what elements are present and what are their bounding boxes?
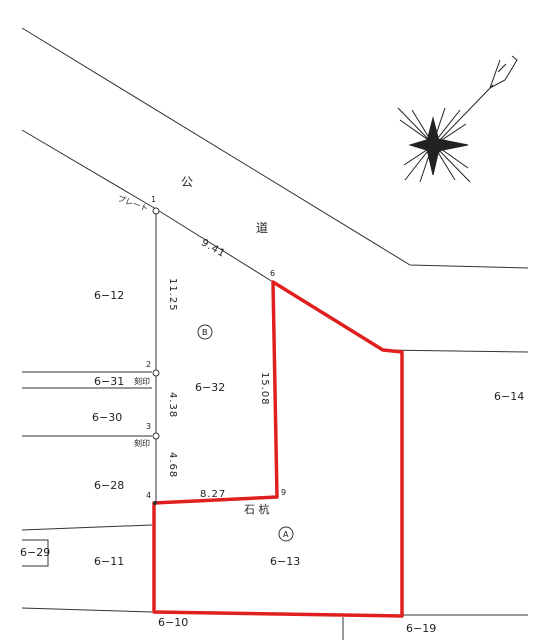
line-6-29-box: [22, 539, 49, 567]
point-9-label: 9: [281, 488, 286, 497]
point-6-label: 6: [270, 269, 275, 278]
road-label-1: 公: [181, 175, 193, 189]
road-upper-edge: [21, 27, 529, 269]
parcel-6-19: 6−19: [406, 622, 436, 635]
parcel-lines: [21, 209, 528, 640]
point-4-label: 4: [146, 491, 151, 500]
area-b-label: B: [202, 328, 208, 337]
point-1-label: 1: [151, 195, 156, 204]
stamp-label-2: 刻印: [134, 438, 150, 448]
area-a-circle: [278, 526, 294, 542]
stone-stake-label: 石 杭: [244, 502, 270, 516]
point-3-marker: [152, 432, 160, 440]
point-4-marker: [153, 501, 157, 505]
parcel-6-11: 6−11: [94, 555, 124, 568]
measure-15-08: 15.08: [259, 372, 270, 406]
measure-4-38: 4.38: [167, 392, 178, 418]
parcel-6-10: 6−10: [158, 616, 188, 629]
parcel-6-12: 6−12: [94, 289, 124, 302]
north-arrow-icon: [397, 55, 518, 183]
stamp-label-1: 刻印: [134, 376, 150, 386]
point-2-marker: [152, 369, 160, 377]
measure-9-41: 9.41: [199, 237, 227, 260]
area-a-label: A: [283, 530, 289, 539]
parcel-6-31: 6−31: [94, 375, 124, 388]
line-6-10-top: [21, 607, 153, 613]
measure-8-27: 8.27: [200, 489, 226, 500]
point-1-marker: [152, 207, 160, 215]
area-b-circle: [197, 324, 213, 340]
survey-points: [152, 207, 160, 440]
plate-label: プレート: [116, 194, 149, 213]
parcel-6-32: 6−32: [195, 381, 225, 394]
parcel-6-29: 6−29: [20, 546, 50, 559]
measure-11-25: 11.25: [167, 278, 178, 312]
line-6-29-top: [21, 524, 153, 531]
parcel-6-14: 6−14: [494, 390, 524, 403]
parcel-6-30: 6−30: [92, 411, 122, 424]
subject-parcel-boundary: [152, 280, 404, 618]
point-3-label: 3: [146, 422, 151, 431]
point-2-label: 2: [146, 360, 151, 369]
parcel-6-28: 6−28: [94, 479, 124, 492]
measure-4-68: 4.68: [167, 452, 178, 478]
parcel-6-13: 6−13: [270, 555, 300, 568]
road-label-2: 道: [256, 221, 268, 235]
